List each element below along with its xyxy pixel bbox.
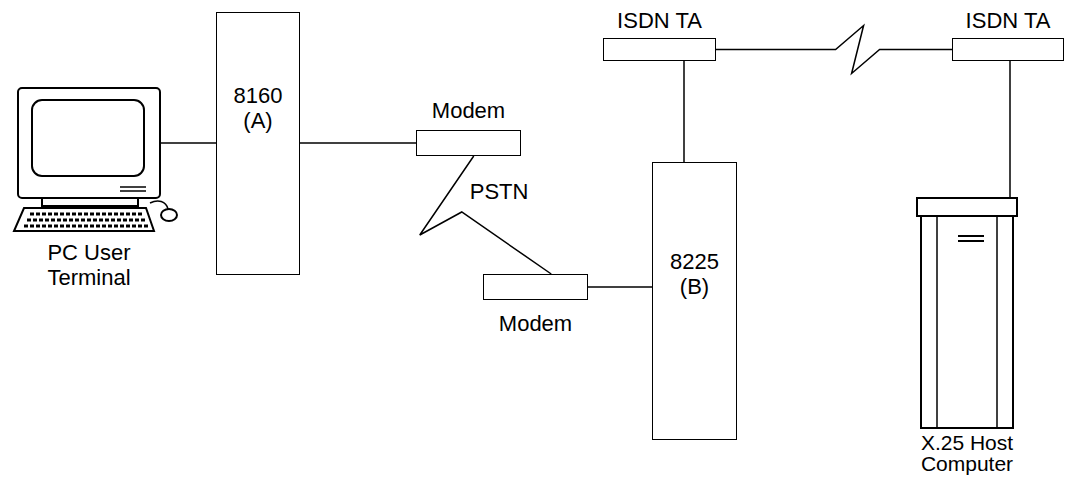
monitor-detail — [120, 190, 146, 192]
link-line — [588, 286, 652, 288]
link-line — [716, 26, 952, 74]
modem-box: Modem — [416, 130, 521, 156]
monitor-detail — [120, 186, 146, 188]
device-label: Modem — [499, 311, 572, 336]
keyboard-keys — [27, 219, 145, 222]
link-line — [300, 142, 416, 144]
device-label: 8160 (A) — [234, 83, 283, 133]
device-box: 8225 (B) — [652, 162, 737, 440]
device-label: X.25 Host Computer — [921, 432, 1013, 474]
keyboard-keys — [24, 225, 148, 228]
monitor-case — [18, 88, 160, 198]
cabinet-panel-line — [936, 216, 938, 428]
monitor-screen — [32, 100, 144, 176]
link-line — [1009, 61, 1011, 198]
terminal-node: PC User Terminal — [18, 88, 160, 198]
cabinet-slot — [958, 240, 984, 242]
link-label: PSTN — [468, 179, 531, 204]
adapter-box: ISDN TA — [603, 38, 716, 61]
mouse — [161, 209, 177, 221]
link-line — [683, 61, 685, 162]
host-illustration — [917, 198, 1017, 428]
adapter-box: ISDN TA — [952, 38, 1064, 61]
cabinet-cap — [917, 198, 1017, 216]
cabinet-panel-line — [996, 216, 998, 428]
device-label: Modem — [432, 98, 505, 123]
keyboard — [14, 208, 154, 231]
device-label: ISDN TA — [966, 8, 1051, 33]
device-box: 8160 (A) — [216, 12, 300, 275]
monitor-stand — [42, 198, 138, 206]
host-node: X.25 Host Computer — [917, 198, 1017, 428]
mouse-cord — [150, 201, 168, 209]
pc-illustration — [14, 88, 177, 231]
device-label: 8225 (B) — [670, 249, 719, 299]
link-line — [420, 156, 552, 274]
modem-box: Modem — [483, 274, 588, 300]
keyboard-keys — [30, 213, 142, 216]
cabinet-slot — [958, 235, 984, 237]
device-label: PC User Terminal — [34, 240, 144, 290]
link-line — [160, 142, 216, 144]
cabinet-body — [921, 216, 1013, 428]
device-label: ISDN TA — [617, 8, 702, 33]
